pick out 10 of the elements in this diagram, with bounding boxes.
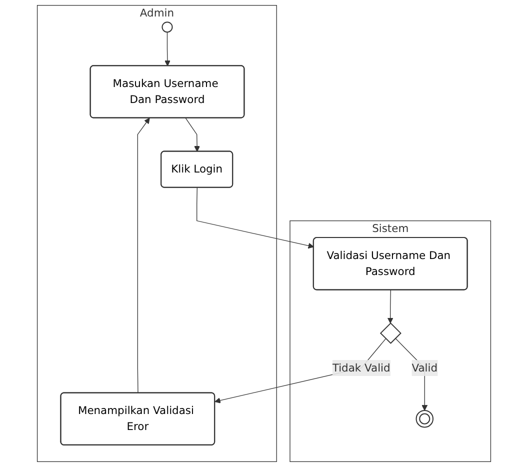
edge-label: Valid <box>412 361 438 374</box>
node-diamond <box>380 322 402 344</box>
arrow <box>164 32 170 66</box>
arrow <box>387 290 394 324</box>
node-circle <box>416 410 434 428</box>
arrow <box>196 187 314 249</box>
arrow <box>185 118 200 152</box>
node-circle <box>162 22 173 33</box>
edge-label: Tidak Valid <box>332 361 390 374</box>
arrow <box>137 118 150 394</box>
